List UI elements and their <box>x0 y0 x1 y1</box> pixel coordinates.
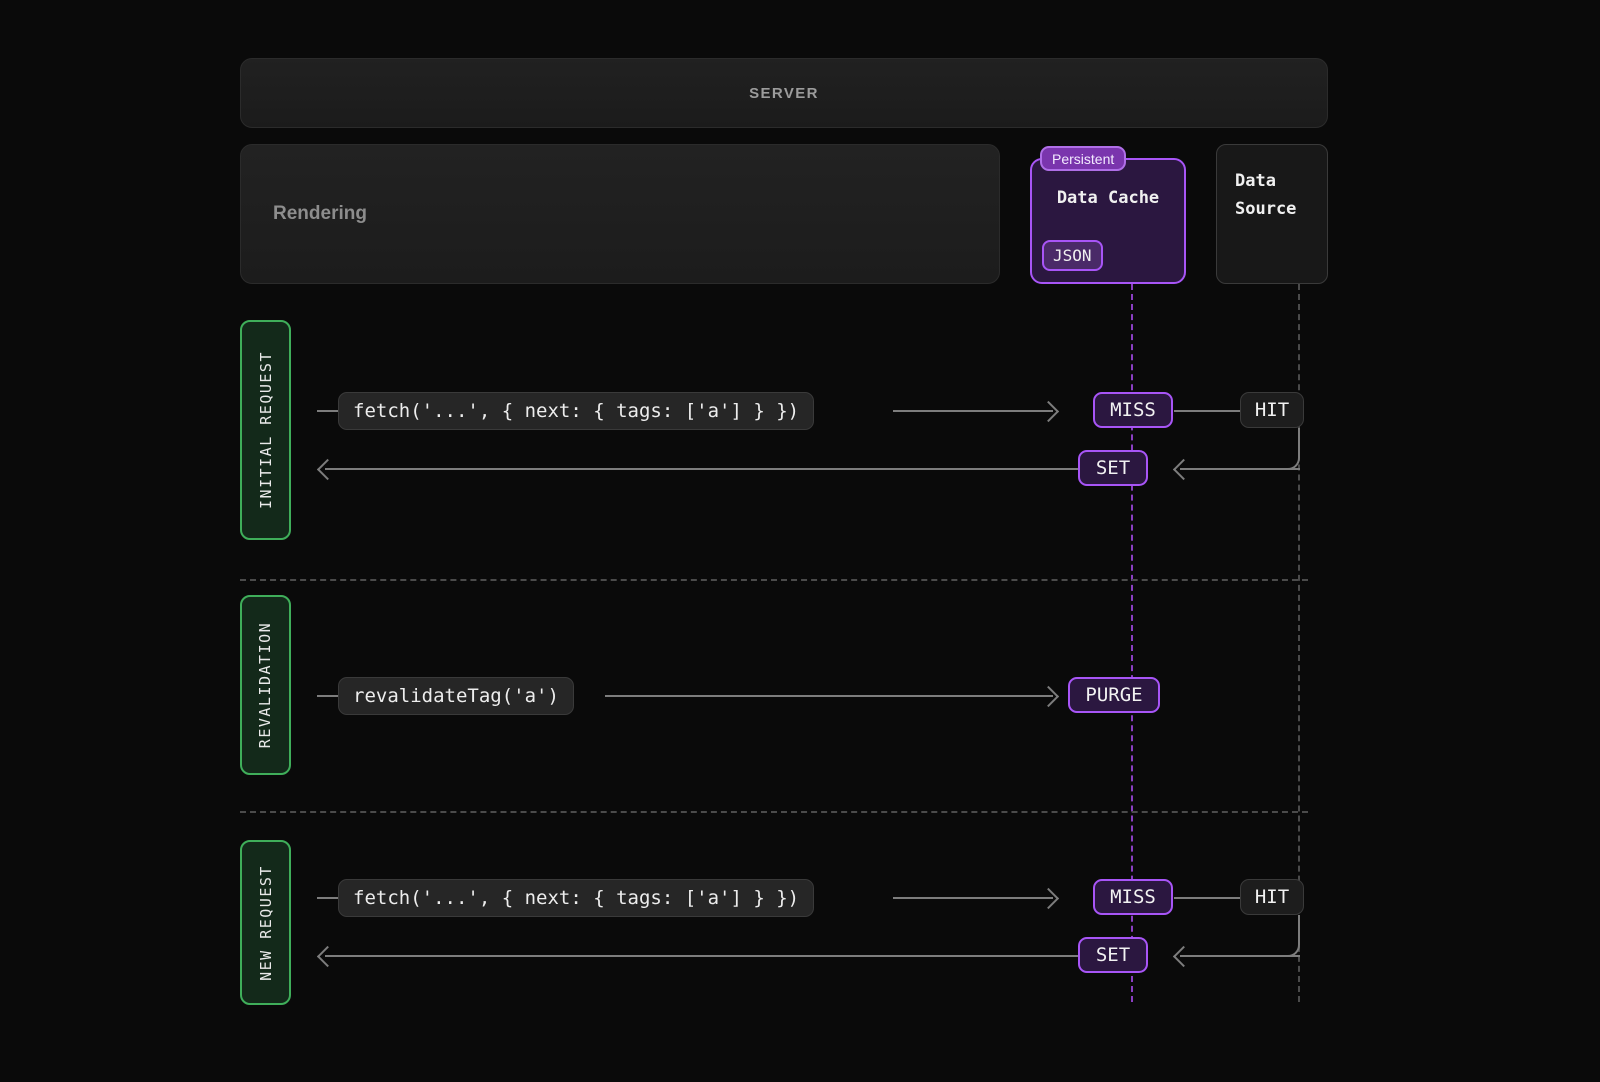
data-cache-title: Data Cache <box>1032 188 1184 208</box>
code-chip-revalidate-tag: revalidateTag('a') <box>338 677 574 715</box>
rendering-panel: Rendering <box>240 144 1000 284</box>
status-chip-cache-miss-1: MISS <box>1093 392 1173 428</box>
status-chip-source-hit-1: HIT <box>1240 392 1304 428</box>
response-arrow-head-source-3 <box>1173 946 1194 967</box>
server-label: SERVER <box>749 85 819 102</box>
request-stub-3 <box>317 897 340 899</box>
request-arrow-line-2 <box>605 695 1053 697</box>
status-chip-cache-set-2-text: SET <box>1096 944 1130 966</box>
request-stub-1 <box>317 410 340 412</box>
status-chip-cache-set-1: SET <box>1078 450 1148 486</box>
json-badge-label: JSON <box>1053 246 1092 265</box>
status-chip-source-hit-2-text: HIT <box>1255 886 1289 908</box>
code-chip-revalidate-tag-text: revalidateTag('a') <box>353 685 559 707</box>
persistent-badge-label: Persistent <box>1052 151 1114 167</box>
data-source-title: Data Source <box>1235 167 1296 223</box>
phase-label-initial-request-text: INITIAL REQUEST <box>257 351 275 509</box>
response-arrow-head-render-1 <box>317 459 338 480</box>
request-arrow-line-3 <box>893 897 1053 899</box>
response-arrow-head-source-1 <box>1173 459 1194 480</box>
response-arrow-head-render-3 <box>317 946 338 967</box>
status-chip-cache-miss-2: MISS <box>1093 879 1173 915</box>
code-chip-fetch-initial-text: fetch('...', { next: { tags: ['a'] } }) <box>353 400 799 422</box>
request-arrow-line-1 <box>893 410 1053 412</box>
status-chip-cache-miss-1-text: MISS <box>1110 399 1156 421</box>
code-chip-fetch-new-text: fetch('...', { next: { tags: ['a'] } }) <box>353 887 799 909</box>
phase-label-new-request: NEW REQUEST <box>240 840 291 1005</box>
json-badge: JSON <box>1042 240 1103 271</box>
request-arrow-head-3 <box>1038 888 1059 909</box>
data-source-box: Data Source <box>1216 144 1328 284</box>
section-divider-2 <box>240 811 1308 813</box>
phase-label-new-request-text: NEW REQUEST <box>257 865 275 981</box>
code-chip-fetch-new: fetch('...', { next: { tags: ['a'] } }) <box>338 879 814 917</box>
response-arrow-line-source-1 <box>1180 468 1300 470</box>
request-stub-2 <box>317 695 340 697</box>
rendering-label: Rendering <box>273 203 367 225</box>
status-chip-cache-set-1-text: SET <box>1096 457 1130 479</box>
response-elbow-1 <box>1260 428 1300 470</box>
status-chip-cache-miss-2-text: MISS <box>1110 886 1156 908</box>
status-chip-cache-purge: PURGE <box>1068 677 1160 713</box>
status-chip-source-hit-2: HIT <box>1240 879 1304 915</box>
persistent-badge: Persistent <box>1040 146 1126 171</box>
phase-label-revalidation-text: REVALIDATION <box>257 622 275 748</box>
response-arrow-line-source-3 <box>1180 955 1300 957</box>
status-chip-cache-set-2: SET <box>1078 937 1148 973</box>
phase-label-revalidation: REVALIDATION <box>240 595 291 775</box>
status-chip-source-hit-1-text: HIT <box>1255 399 1289 421</box>
server-header: SERVER <box>240 58 1328 128</box>
section-divider-1 <box>240 579 1308 581</box>
request-arrow-head-2 <box>1038 686 1059 707</box>
response-arrow-line-render-1 <box>325 468 1080 470</box>
request-arrow-head-1 <box>1038 401 1059 422</box>
status-chip-cache-purge-text: PURGE <box>1085 684 1142 706</box>
response-elbow-3 <box>1260 915 1300 957</box>
phase-label-initial-request: INITIAL REQUEST <box>240 320 291 540</box>
response-arrow-line-render-3 <box>325 955 1080 957</box>
code-chip-fetch-initial: fetch('...', { next: { tags: ['a'] } }) <box>338 392 814 430</box>
